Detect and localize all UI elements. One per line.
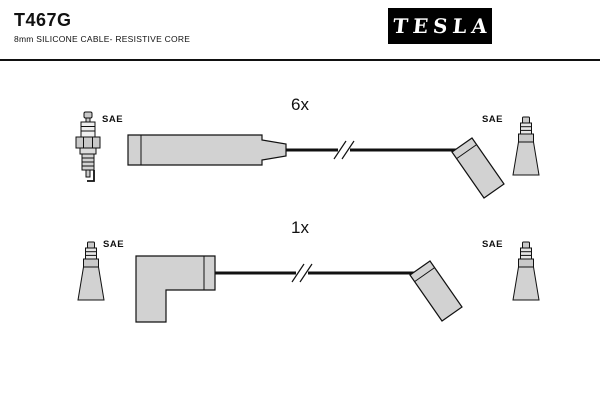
sae-label-bottom-left: SAE — [103, 239, 124, 250]
cable-assembly-top — [127, 134, 505, 199]
quantity-label: 1x — [291, 218, 309, 237]
diagram-bottom: 1x SAE SAE — [77, 218, 540, 323]
cable-assembly-bottom — [135, 255, 463, 323]
sae-label-top-left: SAE — [102, 114, 123, 125]
quantity-label: 6x — [291, 95, 309, 114]
part-number: T467G — [14, 10, 72, 30]
elbow-boot — [135, 255, 216, 323]
angled-boot — [409, 260, 463, 322]
brand-logo: TESLA — [388, 8, 493, 44]
angled-boot — [451, 137, 505, 199]
header-divider — [0, 59, 600, 61]
wire-break-icon — [299, 263, 313, 283]
wire-break-icon — [291, 263, 305, 283]
terminal-boot-icon — [512, 116, 540, 176]
wire-break-icon — [341, 140, 355, 160]
straight-boot — [127, 134, 287, 166]
diagram-top: 6x SAE SAE — [75, 95, 540, 199]
sae-label-bottom-right: SAE — [482, 239, 503, 250]
spark-plug-icon — [75, 111, 101, 182]
terminal-boot-icon — [77, 241, 105, 301]
product-subtitle: 8mm SILICONE CABLE- RESISTIVE CORE — [14, 34, 191, 44]
terminal-boot-icon — [512, 241, 540, 301]
sae-label-top-right: SAE — [482, 114, 503, 125]
wire-break-icon — [333, 140, 347, 160]
